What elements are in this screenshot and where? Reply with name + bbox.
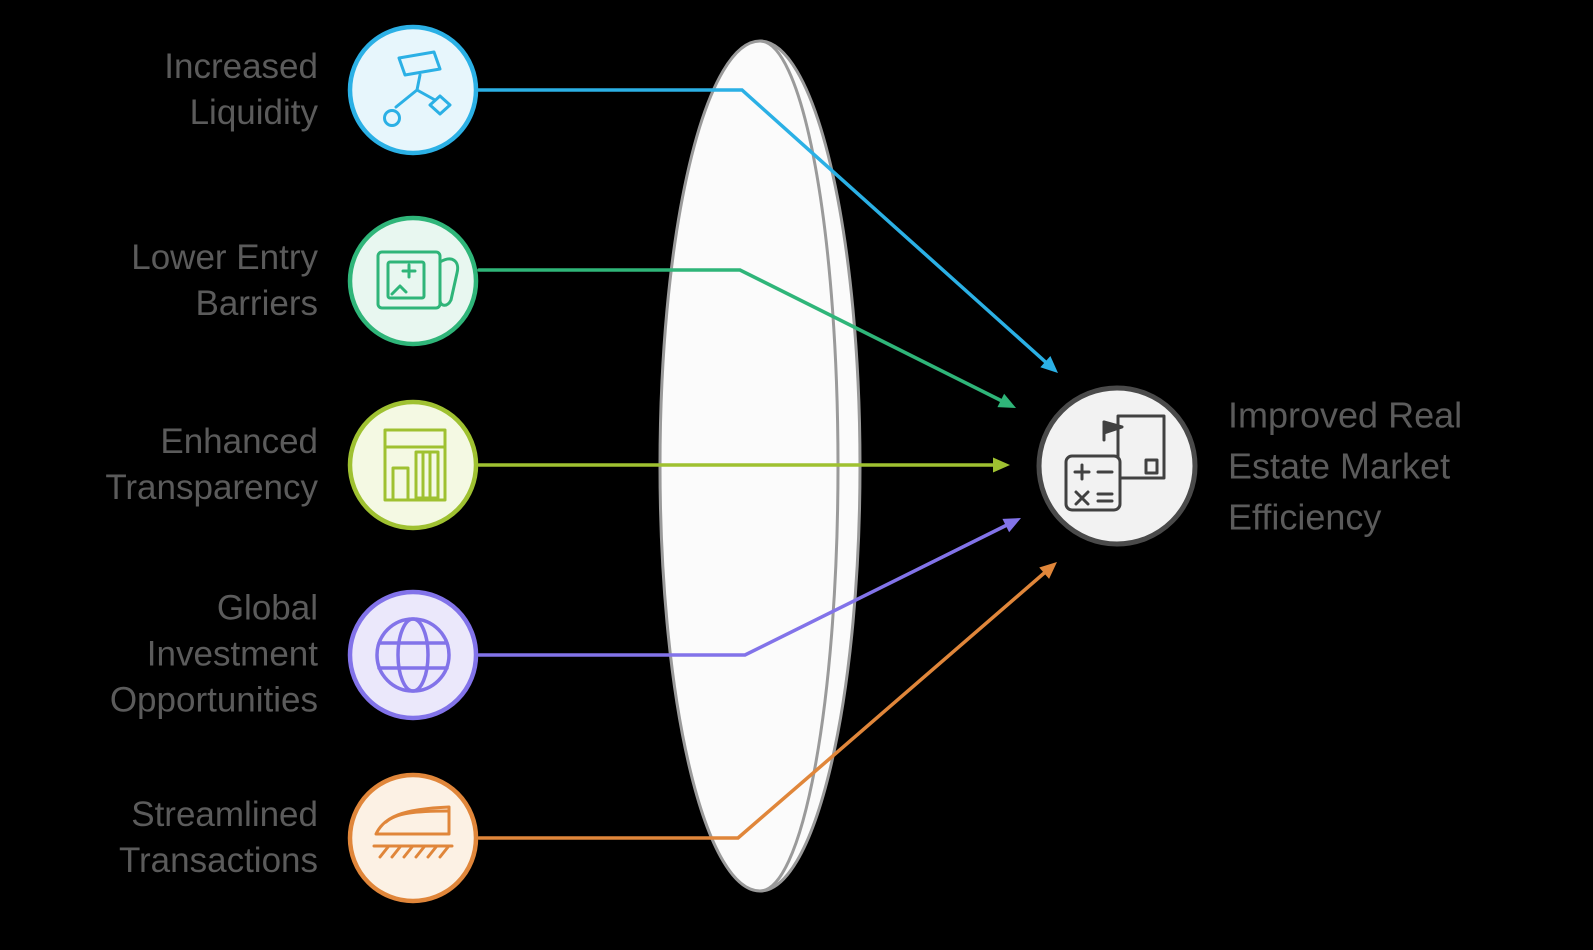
node-increased-liquidity	[347, 24, 479, 156]
globe-icon	[375, 617, 451, 693]
node-circle	[347, 589, 479, 721]
item-label-increased-liquidity: Increased Liquidity	[164, 46, 318, 132]
node-lower-entry-barriers	[347, 215, 479, 347]
connector-global-investment-opportunities	[477, 520, 1015, 657]
node-streamlined-transactions	[347, 772, 479, 904]
item-label-enhanced-transparency: Enhanced Transparency	[105, 421, 318, 507]
storefront-icon	[383, 428, 447, 502]
item-label-global-investment-opportunities: Global Investment Opportunities	[109, 588, 318, 721]
sitemap-icon	[383, 50, 452, 127]
node-enhanced-transparency	[347, 399, 479, 531]
item-label-streamlined-transactions: Streamlined Transactions	[118, 794, 318, 880]
node-circle	[347, 24, 479, 156]
arrowhead-lower-entry-barriers	[997, 393, 1016, 408]
node-circle	[347, 399, 479, 531]
node-circle	[347, 215, 479, 347]
arrowhead-increased-liquidity	[1040, 356, 1058, 373]
node-circle	[347, 772, 479, 904]
item-label-lower-entry-barriers: Lower Entry Barriers	[131, 237, 318, 323]
arrowhead-streamlined-transactions	[1039, 562, 1057, 579]
train-icon	[372, 805, 454, 859]
connectors	[475, 88, 1058, 840]
node-improved-real-estate-market-efficiency	[1036, 385, 1198, 547]
outcome-label-improved-real-estate-market-efficiency: Improved Real Estate Market Efficiency	[1228, 394, 1463, 538]
arrowhead-global-investment-opportunities	[1002, 518, 1021, 533]
node-global-investment-opportunities	[347, 589, 479, 721]
calculator-document-icon	[1064, 414, 1166, 512]
connector-increased-liquidity	[475, 88, 1052, 368]
connector-streamlined-transactions	[477, 566, 1052, 840]
arrowhead-enhanced-transparency	[993, 457, 1010, 473]
connector-lower-entry-barriers	[477, 268, 1010, 406]
atm-machine-icon	[376, 250, 460, 310]
